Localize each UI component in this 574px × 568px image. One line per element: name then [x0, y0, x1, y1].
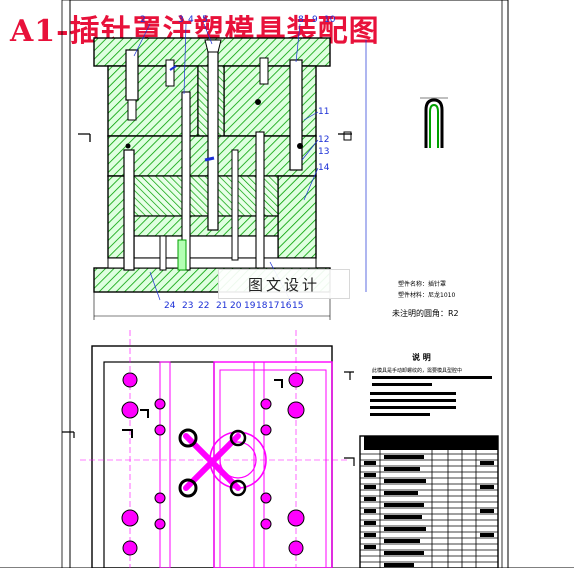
callout-17: 17	[268, 301, 279, 311]
callout-23: 23	[182, 301, 193, 311]
callout-15: 15	[292, 301, 303, 311]
callout-19: 19	[244, 301, 256, 311]
product-detail-view	[420, 97, 448, 148]
notes-text-block	[370, 376, 492, 416]
callout-10: 10	[324, 15, 336, 25]
notes-heading: 说 明	[412, 352, 431, 362]
callout-9: 9	[312, 15, 318, 25]
callout-13: 13	[318, 147, 329, 157]
fillet-note: 未注明的圆角：R2	[392, 308, 459, 318]
plan-view	[62, 330, 355, 568]
callout-5: 5	[202, 15, 208, 25]
callout-11: 11	[318, 107, 329, 117]
part-material-label: 塑件材料：尼龙1010	[398, 291, 455, 299]
callout-20: 20	[230, 301, 242, 311]
watermark-logo: 图文设计	[218, 269, 350, 299]
callout-16: 16	[280, 301, 292, 311]
callout-3: 3	[178, 15, 184, 25]
notes-line-1: 此模具是手动卸螺纹的，需要模具型腔中	[372, 367, 462, 374]
callout-12: 12	[318, 135, 329, 145]
callout-22: 22	[198, 301, 209, 311]
title-block-table	[359, 435, 499, 568]
callout-14: 14	[318, 163, 330, 173]
section-view	[78, 37, 367, 320]
callout-24: 24	[164, 301, 176, 311]
part-callouts	[133, 23, 319, 301]
callout-8: 8	[298, 15, 304, 25]
callout-4: 4	[188, 15, 194, 25]
callout-18: 18	[256, 301, 268, 311]
callout-2: 2	[140, 15, 146, 25]
part-name-label: 塑件名称：插针罩	[398, 280, 446, 288]
callout-21: 21	[216, 301, 227, 311]
